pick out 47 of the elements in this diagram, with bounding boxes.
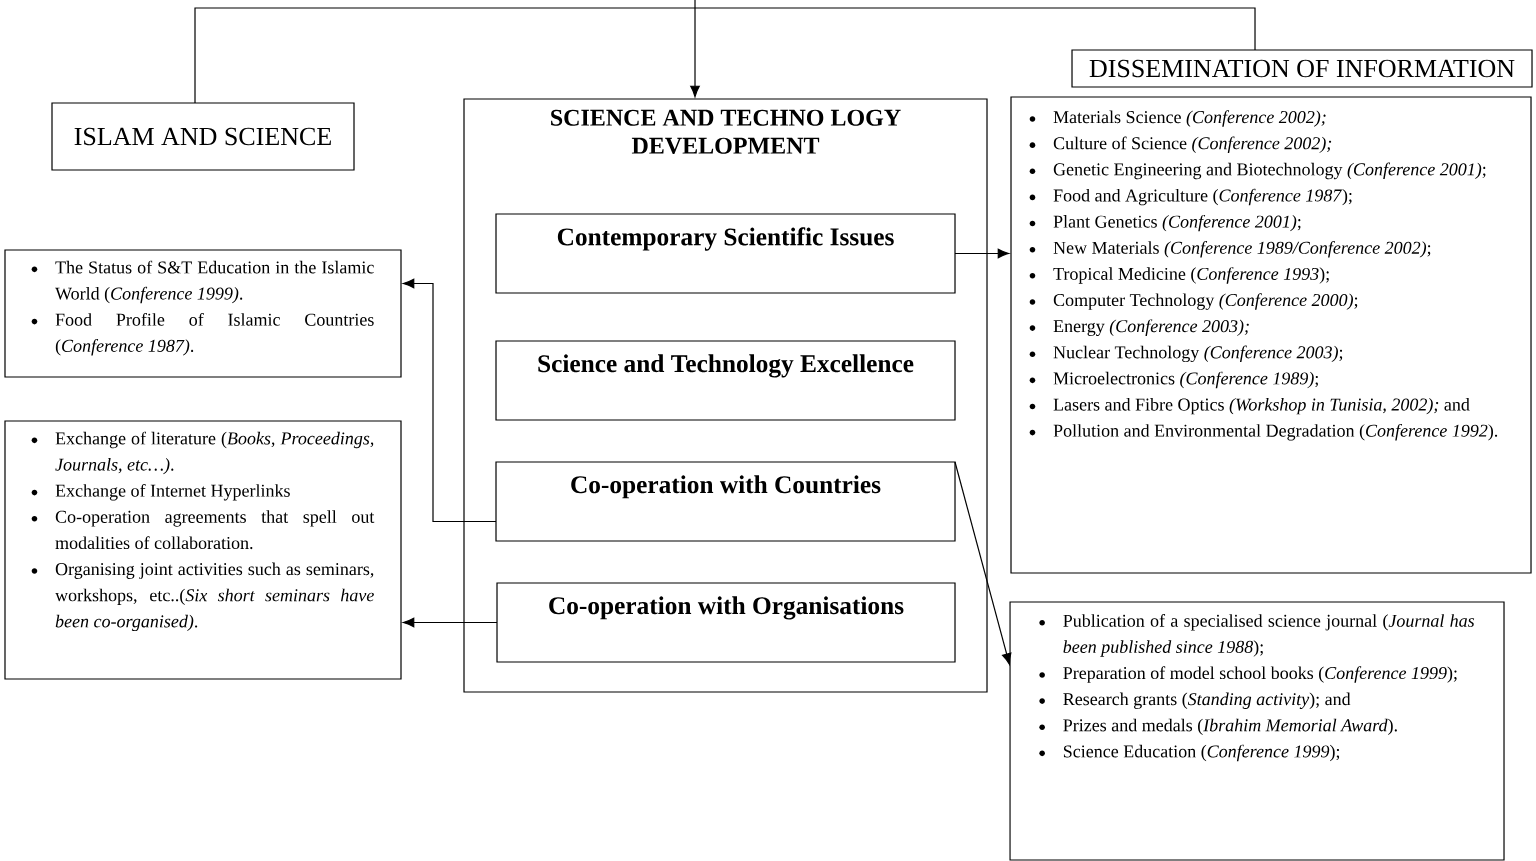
list-box — [1009, 601, 1505, 861]
arrow — [690, 0, 700, 98]
list-item: Exchange of Internet Hyperlinks — [55, 483, 290, 501]
list-item: Food and Agriculture (Conference 1987); — [1053, 188, 1352, 206]
list-item: Plant Genetics (Conference 2001); — [1053, 214, 1301, 232]
list-item: Co-operation agreements that spell out modalities of collaboration. — [55, 510, 375, 550]
topic-box — [495, 340, 956, 421]
list-item: Publication of a specialised science journal (Journal has been published since 1988); — [1063, 614, 1475, 657]
list-item: The Status of S&T Education in the Islamic World (Conference 1999). — [55, 260, 374, 304]
heading-box — [1071, 49, 1533, 88]
arrow — [402, 617, 498, 628]
group-box — [463, 98, 988, 693]
list-item: Materials Science (Conference 2002); — [1053, 110, 1326, 127]
list-item: Preparation of model school books (Conference 1999); — [1063, 666, 1457, 683]
list-item: Tropical Medicine (Conference 1993); — [1053, 267, 1329, 284]
heading: SCIENCE AND TECHNO LOGY DEVELOPMENT — [551, 109, 901, 154]
list-item: Nuclear Technology (Conference 2003); — [1053, 345, 1343, 363]
heading: ISLAM AND SCIENCE — [74, 127, 331, 146]
arrow — [954, 461, 1012, 665]
arrow — [402, 278, 497, 523]
topic-box — [496, 582, 956, 663]
list-item: Computer Technology (Conference 2000); — [1053, 293, 1358, 310]
topic-label: Co-operation with Countries — [571, 475, 881, 499]
list-item: Organising joint activities such as seminars, workshops, etc..(Six short seminars have been co-organised). — [55, 562, 374, 632]
list-item: Prizes and medals (Ibrahim Memorial Award). — [1063, 718, 1397, 736]
topic-label: Science and Technology Excellence — [538, 354, 914, 378]
list-item: Lasers and Fibre Optics (Workshop in Tunisia, 2002); and — [1053, 398, 1470, 415]
list-item: Pollution and Environmental Degradation (Conference 1992). — [1053, 423, 1498, 441]
list-item: Food Profile of Islamic Countries (Conference 1987). — [55, 312, 374, 356]
topic-label: Contemporary Scientific Issues — [557, 227, 894, 251]
heading-box — [51, 102, 355, 171]
topic-box — [495, 461, 956, 542]
list-item: Energy (Conference 2003); — [1053, 319, 1249, 336]
arrow — [954, 248, 1010, 259]
list-item: Culture of Science (Conference 2002); — [1053, 136, 1332, 153]
list-item: Exchange of literature (Books, Proceedings, Journals, etc…). — [55, 431, 374, 475]
list-item: New Materials (Conference 1989/Conference 2002); — [1053, 241, 1431, 258]
list-box — [4, 420, 402, 680]
topic-box — [495, 213, 956, 294]
list-item: Microelectronics (Conference 1989); — [1053, 371, 1318, 389]
topic-label: Co-operation with Organisations — [549, 596, 904, 620]
list-box — [1010, 96, 1532, 574]
heading: DISSEMINATION OF INFORMATION — [1089, 59, 1515, 78]
list-item: Genetic Engineering and Biotechnology (Conference 2001); — [1053, 162, 1486, 180]
list-item: Science Education (Conference 1999); — [1063, 744, 1340, 762]
list-item: Research grants (Standing activity); and — [1063, 692, 1351, 709]
list-box — [4, 249, 402, 378]
